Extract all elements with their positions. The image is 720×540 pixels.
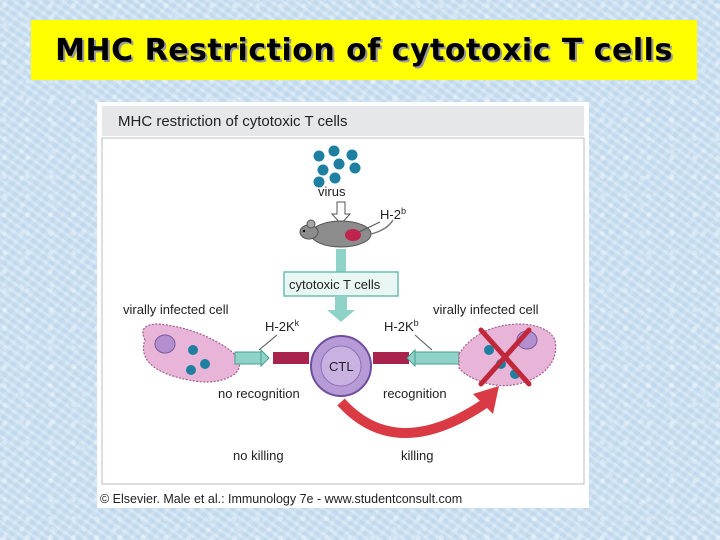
ctl-label: CTL [329,359,354,374]
right-mhc-label: H-2Kb [384,318,419,334]
killing-label: killing [401,448,434,463]
slide-title: MHC Restriction of cytotoxic T cells [55,32,673,68]
left-mhc-label: H-2Kk [265,318,300,334]
tcell-box-label: cytotoxic T cells [289,277,381,292]
tcell-to-ctl-arrow [327,296,355,322]
tcell-box [283,271,399,297]
left-mhc-molecule [234,351,262,365]
left-mhc-pointer [258,334,278,351]
killing-arrow-curve [337,397,490,438]
right-tcr [373,352,409,364]
infection-arrow [330,201,352,225]
right-mhc-molecule [414,351,460,365]
left-infected-cell [142,323,241,383]
killing-arrow-head [473,386,499,414]
left-tcr [273,352,309,364]
diagram-svg: MHC restriction of cytotoxic T cells vir… [100,106,585,506]
copyright-notice: © Elsevier. Male et al.: Immunology 7e -… [100,492,462,506]
virus-particles [313,145,361,188]
figure-header: MHC restriction of cytotoxic T cells [118,113,348,130]
left-cell-label: virally infected cell [123,302,229,317]
no-killing-label: no killing [233,448,284,463]
mouse-to-tcell-connector [336,249,346,272]
haplotype-pointer [358,221,381,233]
kill-cross-icon [478,327,532,387]
mouse-haplotype: H-2b [380,206,406,222]
figure-header-bg [102,106,584,136]
no-recognition-label: no recognition [218,386,300,401]
figure-panel: MHC restriction of cytotoxic T cells vir… [97,102,589,508]
right-mhc-pointer [414,334,433,351]
virus-label: virus [318,184,346,199]
ctl-nucleus [320,345,362,387]
right-cell-label: virally infected cell [433,302,539,317]
slide-title-bar: MHC Restriction of cytotoxic T cells [31,20,697,80]
left-mhc-tip [260,348,270,368]
mouse-icon [299,219,394,248]
recognition-label: recognition [383,386,447,401]
